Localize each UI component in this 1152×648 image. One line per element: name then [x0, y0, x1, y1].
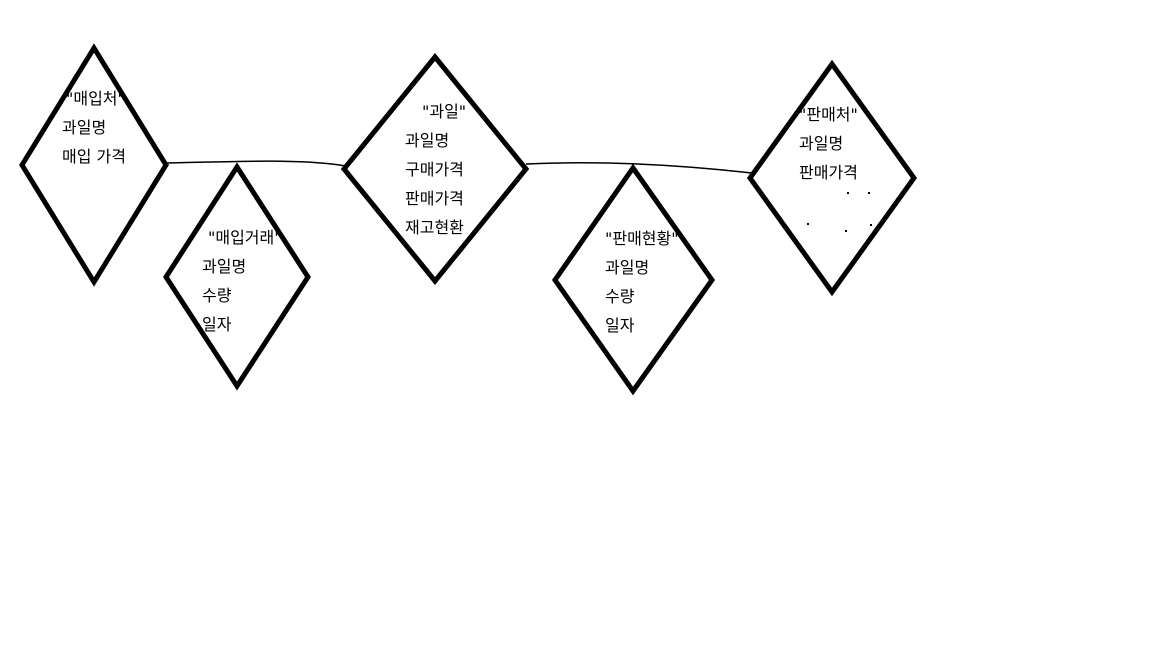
entity-attr: 과일명	[202, 257, 247, 276]
entity-title: "판매처"	[799, 105, 858, 124]
entity-attr: 판매가격	[405, 189, 464, 208]
entity-label-purchase: "매입거래" 과일명 수량 일자	[202, 223, 282, 339]
link-fruit-customer	[525, 161, 753, 174]
entity-diamond-sales	[551, 163, 716, 396]
entity-attr: 수량	[605, 287, 635, 306]
entity-title: "매입처"	[66, 89, 125, 108]
entity-attr: 일자	[202, 315, 232, 334]
stray-mark	[807, 223, 809, 225]
entity-attr: 과일명	[62, 118, 107, 137]
entity-attr: 판매가격	[799, 163, 858, 182]
stray-mark	[868, 192, 870, 194]
entity-attr: 과일명	[605, 258, 650, 277]
entity-title: "과일"	[422, 102, 467, 121]
entity-attr: 구매가격	[405, 160, 464, 179]
entity-label-customer: "판매처" 과일명 판매가격	[799, 100, 858, 187]
entity-attr: 재고현환	[405, 218, 464, 237]
stray-mark	[847, 192, 849, 194]
entity-label-sales: "판매현황" 과일명 수량 일자	[605, 224, 679, 340]
stray-mark	[134, 213, 136, 215]
link-supplier-fruit	[165, 160, 347, 167]
entity-label-fruit: "과일" 과일명 구매가격 판매가격 재고현환	[405, 97, 466, 242]
entity-diamond-supplier	[19, 43, 169, 287]
entity-diamond-fruit	[340, 53, 530, 285]
entity-diamond-purchase	[163, 162, 311, 391]
entity-title: "매입거래"	[208, 228, 282, 247]
entity-attr: 일자	[605, 316, 635, 335]
stray-mark	[845, 230, 847, 232]
entity-diamond-customer	[746, 59, 918, 297]
stray-mark	[870, 224, 872, 226]
entity-title: "판매현황"	[605, 229, 679, 248]
entity-label-supplier: "매입처" 과일명 매입 가격	[62, 84, 126, 171]
entity-attr: 과일명	[405, 131, 450, 150]
entity-attr: 과일명	[799, 134, 844, 153]
entity-attr: 수량	[202, 286, 232, 305]
entity-attr: 매입 가격	[62, 147, 126, 166]
